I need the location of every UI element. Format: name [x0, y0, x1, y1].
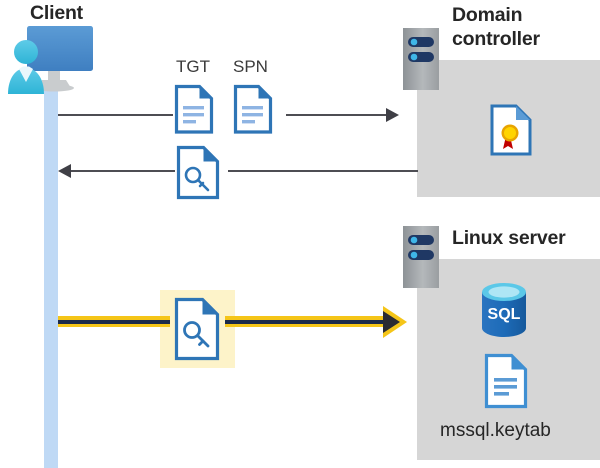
message-line-response-right: [228, 170, 418, 172]
message-line-request-right: [286, 114, 386, 116]
domain-controller-title: Domain controller: [452, 3, 592, 51]
keytab-arrowhead-inner: [383, 311, 400, 333]
linux-server-title: Linux server: [452, 227, 566, 249]
spn-document-icon: [233, 84, 273, 134]
message-line-request-left: [58, 114, 173, 116]
tgt-document-icon: [174, 84, 214, 134]
sql-database-text: SQL: [488, 306, 521, 323]
keytab-flow-line-right: [225, 316, 385, 327]
server-rack-icon-linux: [403, 226, 439, 288]
keytab-file-label: mssql.keytab: [440, 420, 551, 441]
domain-controller-title-line-2: controller: [452, 28, 540, 50]
tgt-label: TGT: [176, 57, 210, 76]
certificate-document-icon: [490, 104, 532, 156]
client-lifeline: [44, 88, 58, 468]
arrowhead-right-request: [386, 108, 399, 122]
arrowhead-left-response: [58, 164, 71, 178]
domain-controller-title-line-1: Domain: [452, 4, 523, 26]
keytab-key-document-icon: [174, 297, 220, 361]
sql-database-icon: SQL: [478, 281, 530, 339]
message-line-response-left: [70, 170, 175, 172]
spn-label: SPN: [233, 57, 268, 76]
text-document-icon: [484, 353, 528, 409]
key-document-icon: [176, 145, 220, 200]
server-rack-icon-dc: [403, 28, 439, 90]
client-title: Client: [30, 2, 83, 24]
keytab-flow-line-left: [58, 316, 170, 327]
user-workstation-icon: [4, 22, 100, 94]
